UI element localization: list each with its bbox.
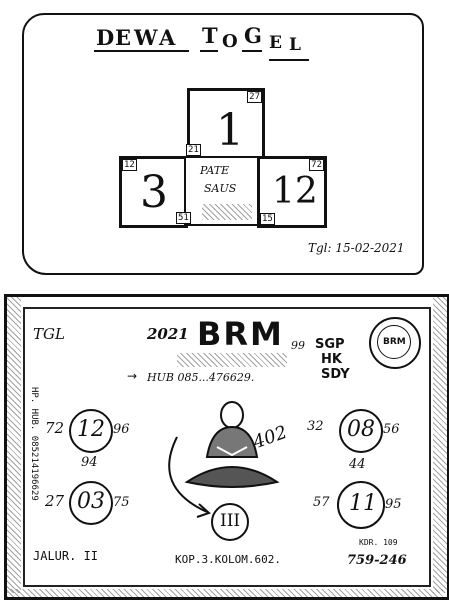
title-letter: A [159,25,177,50]
box-tag: 12 [122,159,137,171]
prediction-panel-bottom: TGL 2021 BRM 99 SGP HK SDY BRM → HUB 085… [4,294,449,600]
stamp-smudge [202,204,252,220]
jalur-label: JALUR. II [33,549,99,563]
number-box-center: 21 PATE SAUS 51 [176,144,262,226]
center-text-line: SAUS [204,182,237,195]
brand-logo: BRM [197,315,284,353]
side-number: 95 [385,497,402,512]
market-sdy: SDY [321,367,350,382]
stamp-smudge [177,353,287,367]
kdr-label: KDR. 109 [359,538,398,547]
side-number: 57 [313,495,330,510]
border-pattern [433,297,447,593]
monk-illustration [184,401,280,488]
phone-line: HUB 085...476629. [147,371,255,384]
stamp-text: BRM [383,337,406,347]
number-circle-top-left: 12 [69,409,113,453]
circle-number: III [220,511,241,531]
kop-label: KOP.3.KOLOM.602. [175,553,281,566]
number-box-right: 72 12 15 [257,156,327,228]
bottom-right-number: 759-246 [347,553,407,568]
title-letter: G [244,23,263,48]
box-number: 1 [216,105,244,156]
box-tag: 27 [247,91,262,103]
side-number: 72 [45,419,65,437]
vertical-phone: HP. HUB. 085214196629 [29,387,39,501]
curved-arrow-icon [168,436,211,518]
title-underline [269,59,309,61]
title-letter: E [115,25,133,50]
title-letter: O [222,31,239,52]
arrow-icon: → [127,369,138,383]
circle-number: 12 [77,417,105,442]
title-letter: W [134,25,159,50]
box-tag: 51 [176,212,191,224]
header-tgl: TGL [33,325,65,343]
number-circle-center: III [211,503,249,541]
center-text-line: PATE [200,164,230,177]
below-number: 94 [81,455,98,470]
title-letter: D [96,25,116,50]
market-hk: HK [321,352,342,367]
side-number: 96 [113,422,130,437]
title-letter: L [289,35,302,55]
market-sgp: SGP [315,337,345,352]
circle-number: 03 [77,489,105,514]
prediction-panel-top: D E W A T O G E L 27 1 12 3 21 PATE SAUS… [22,13,424,275]
box-tag: 72 [309,159,324,171]
border-pattern [7,297,21,593]
title-underline [242,50,262,52]
title-letter: T [202,23,219,48]
side-number: 32 [307,419,324,434]
number-circle-top-right: 08 [339,409,383,453]
side-number: 75 [113,495,130,510]
border-pattern [7,589,443,597]
box-tag: 21 [186,144,201,156]
side-number: 27 [45,492,65,510]
circle-number: 08 [347,417,375,442]
side-number: 56 [383,422,400,437]
number-circle-bottom-right: 11 [337,481,385,529]
number-circle-bottom-left: 03 [69,481,113,525]
box-tag: 15 [260,213,275,225]
header-year: 2021 [147,325,189,343]
box-number: 3 [140,167,168,218]
title-underline [94,50,189,52]
code-99: 99 [291,339,305,352]
stamp-seal: BRM [369,317,421,369]
title-letter: E [269,33,283,53]
box-number: 12 [272,171,318,212]
date-label: Tgl: 15-02-2021 [308,241,405,255]
inner-frame [23,307,431,587]
title-underline [200,50,218,52]
circle-number: 11 [349,491,377,516]
below-number: 44 [349,457,366,472]
